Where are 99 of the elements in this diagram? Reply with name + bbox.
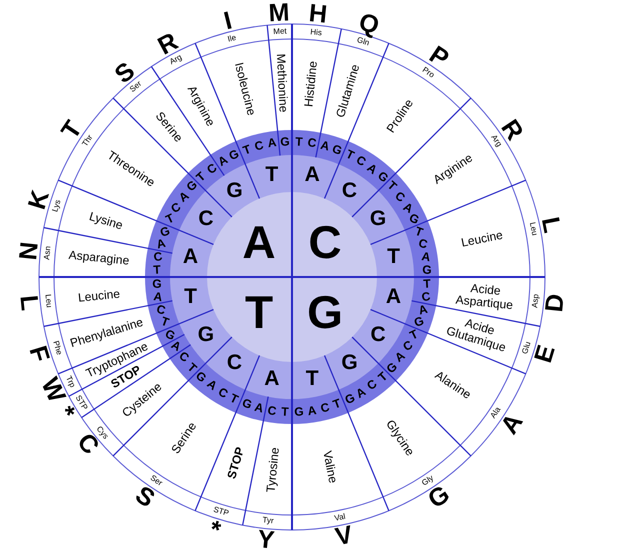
- base-letter: T: [159, 315, 170, 330]
- amino-acid-name: Histidine: [302, 60, 320, 108]
- base-letter: A: [153, 290, 164, 304]
- amino-acid-abbreviation: Tyr: [262, 516, 274, 526]
- amino-acid-abbreviation: Ser: [148, 474, 164, 488]
- base-letter: A: [182, 246, 198, 268]
- base-letter: C: [319, 400, 331, 416]
- base-letter: G: [240, 396, 254, 412]
- base-letter: G: [152, 277, 162, 290]
- base-letter: G: [226, 180, 243, 202]
- one-letter-code: I: [221, 7, 234, 34]
- base-letter: A: [155, 237, 167, 252]
- base-letter: C: [153, 250, 164, 264]
- amino-acid-abbreviation: Ile: [227, 34, 238, 44]
- base-letter: A: [386, 286, 402, 308]
- amino-acid-abbreviation: Gly: [421, 474, 436, 488]
- amino-acid-abbreviation: Val: [334, 512, 346, 523]
- base-letter: T: [184, 286, 197, 308]
- base-letter: C: [266, 404, 278, 418]
- base-letter: A: [253, 400, 265, 416]
- base-letter: T: [228, 392, 240, 406]
- base-letter: G: [294, 405, 304, 418]
- one-letter-code: L: [15, 294, 44, 312]
- base-letter: G: [341, 352, 358, 374]
- base-letter: A: [306, 404, 317, 418]
- amino-acid-name: Acide Aspartique: [454, 280, 515, 312]
- base-letter: T: [306, 367, 319, 390]
- amino-acid-abbreviation: Leu: [42, 294, 52, 308]
- one-letter-code: D: [540, 292, 569, 314]
- base-letter: T: [244, 288, 274, 336]
- one-letter-code: M: [268, 0, 290, 27]
- amino-acid-name: Asparagine: [68, 248, 130, 268]
- amino-acid-abbreviation: Ser: [128, 80, 144, 94]
- base-letter: T: [265, 164, 278, 186]
- base-letter: C: [306, 136, 317, 150]
- base-letter: T: [240, 142, 252, 158]
- base-letter: T: [164, 212, 176, 227]
- base-letter: T: [294, 136, 303, 149]
- amino-acid-abbreviation: Lys: [51, 198, 63, 213]
- amino-acid-name: Leucine: [460, 228, 504, 250]
- base-letter: G: [227, 147, 242, 163]
- base-letter: A: [264, 367, 280, 390]
- amino-acid-name: STOP: [224, 445, 246, 480]
- base-letter: G: [370, 208, 386, 230]
- one-letter-code: *: [206, 516, 224, 544]
- base-letter: T: [387, 246, 400, 268]
- base-letter: G: [158, 224, 172, 240]
- amino-acid-name: Methionine: [274, 54, 290, 113]
- base-letter: G: [330, 142, 344, 158]
- amino-acid-abbreviation: Ala: [489, 406, 503, 421]
- one-letter-code: V: [332, 521, 354, 550]
- base-letter: C: [155, 302, 167, 317]
- amino-acid-abbreviation: Trp: [64, 374, 76, 389]
- amino-acid-abbreviation: Arg: [489, 133, 504, 148]
- base-letter: A: [242, 218, 276, 266]
- amino-acid-abbreviation: His: [310, 28, 322, 38]
- base-letter: G: [163, 327, 177, 342]
- base-letter: T: [344, 148, 356, 162]
- base-letter: C: [253, 138, 265, 154]
- amino-acid-abbreviation: Arg: [168, 54, 184, 68]
- base-letter: C: [342, 180, 358, 202]
- base-letter: A: [417, 302, 429, 317]
- base-letter: T: [422, 277, 431, 290]
- base-letter: A: [304, 164, 320, 186]
- base-letter: A: [319, 138, 331, 154]
- base-letter: G: [342, 391, 357, 407]
- base-letter: A: [420, 250, 431, 264]
- base-letter: C: [226, 352, 242, 374]
- base-letter: C: [370, 323, 386, 346]
- base-letter: T: [281, 405, 290, 418]
- one-letter-code: H: [308, 0, 328, 28]
- amino-acid-name: Lysine: [88, 210, 125, 232]
- one-letter-code: N: [15, 240, 44, 262]
- base-letter: T: [153, 264, 162, 277]
- amino-acid-abbreviation: STP: [212, 506, 230, 518]
- base-letter: G: [280, 136, 290, 149]
- amino-acid-name: Isoleucine: [232, 61, 258, 117]
- base-letter: C: [308, 218, 342, 266]
- amino-acid-abbreviation: Pro: [420, 66, 436, 80]
- amino-acid-name: Tyrosine: [264, 446, 282, 494]
- amino-acid-name: Valine: [320, 450, 340, 484]
- amino-acid-name: Leucine: [77, 288, 120, 304]
- base-letter: C: [198, 208, 214, 230]
- one-letter-code: L: [536, 215, 566, 236]
- amino-acid-abbreviation: Thr: [81, 133, 95, 148]
- base-letter: G: [412, 314, 426, 330]
- amino-acid-abbreviation: Asp: [531, 294, 542, 308]
- one-letter-code: Y: [256, 526, 276, 554]
- base-letter: T: [414, 224, 425, 239]
- base-letter: T: [332, 396, 344, 412]
- amino-acid-abbreviation: Met: [273, 27, 287, 36]
- base-letter: G: [198, 323, 214, 346]
- amino-acid-abbreviation: Leu: [527, 222, 538, 236]
- base-letter: C: [420, 290, 431, 304]
- base-letter: A: [266, 136, 278, 150]
- amino-acid-abbreviation: Asn: [42, 246, 53, 260]
- base-letter: G: [307, 288, 343, 336]
- base-letter: C: [417, 237, 429, 252]
- base-letter: G: [422, 264, 432, 277]
